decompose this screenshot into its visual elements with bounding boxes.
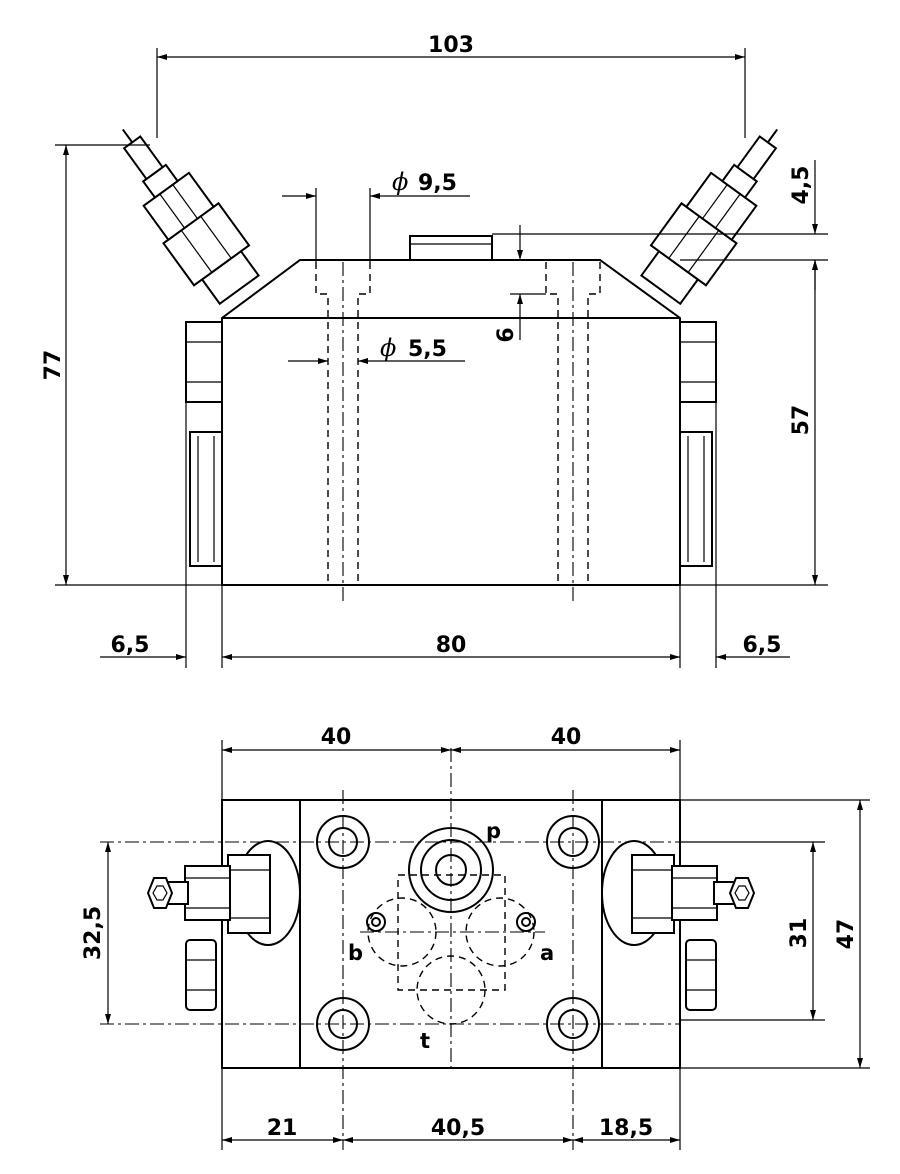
dim-top-offset: 4,5 [789,166,814,205]
hidden-bore-left [315,262,371,605]
valve-body-outline [221,259,681,586]
hidden-port-a [465,897,535,967]
hidden-bore-right [545,262,601,605]
dim-offset-right: 18,5 [599,1116,653,1141]
left-adjuster [121,128,260,306]
dim-left-margin: 6,5 [111,633,150,658]
front-view: 103 77 57 4,5 6 ϕ 9,5 ϕ 5,5 [41,33,828,668]
dim-counterbore-depth: 6 [494,327,519,342]
port-label-t: t [420,1029,430,1053]
top-cap [409,235,493,261]
left-adjuster-top [146,840,301,1011]
left-side-plug [189,431,223,567]
dim-half-width-right: 40 [551,725,582,750]
right-adjuster-top [601,840,756,1011]
port-label-a: a [540,941,554,965]
dim-bore-small: 5,5 [408,337,447,362]
dim-offset-left: 21 [267,1116,298,1141]
top-view: p b a t [81,725,870,1150]
right-side-plug [679,431,713,567]
dim-half-width-left: 40 [321,725,352,750]
port-label-p: p [486,819,501,843]
dim-overall-width: 103 [428,33,474,58]
port-label-b: b [348,941,363,965]
dim-body-height: 57 [789,405,814,436]
dim-right-margin: 6,5 [743,633,782,658]
dim-hole-spacing-right: 31 [787,918,812,949]
dim-overall-height: 77 [41,350,66,381]
dim-plate-height: 47 [834,919,859,950]
hidden-cavity [397,874,506,991]
left-side-nut [185,321,223,403]
right-side-nut [679,321,717,403]
diameter-symbol: ϕ [380,334,396,362]
right-adjuster [640,128,779,306]
pin-a [516,912,536,932]
pin-b [366,912,386,932]
dim-body-width: 80 [436,633,467,658]
dim-hole-spacing-left: 32,5 [81,906,106,960]
diameter-symbol: ϕ [392,168,408,196]
dim-bore-large: 9,5 [418,171,457,196]
dim-center-spacing: 40,5 [431,1116,485,1141]
